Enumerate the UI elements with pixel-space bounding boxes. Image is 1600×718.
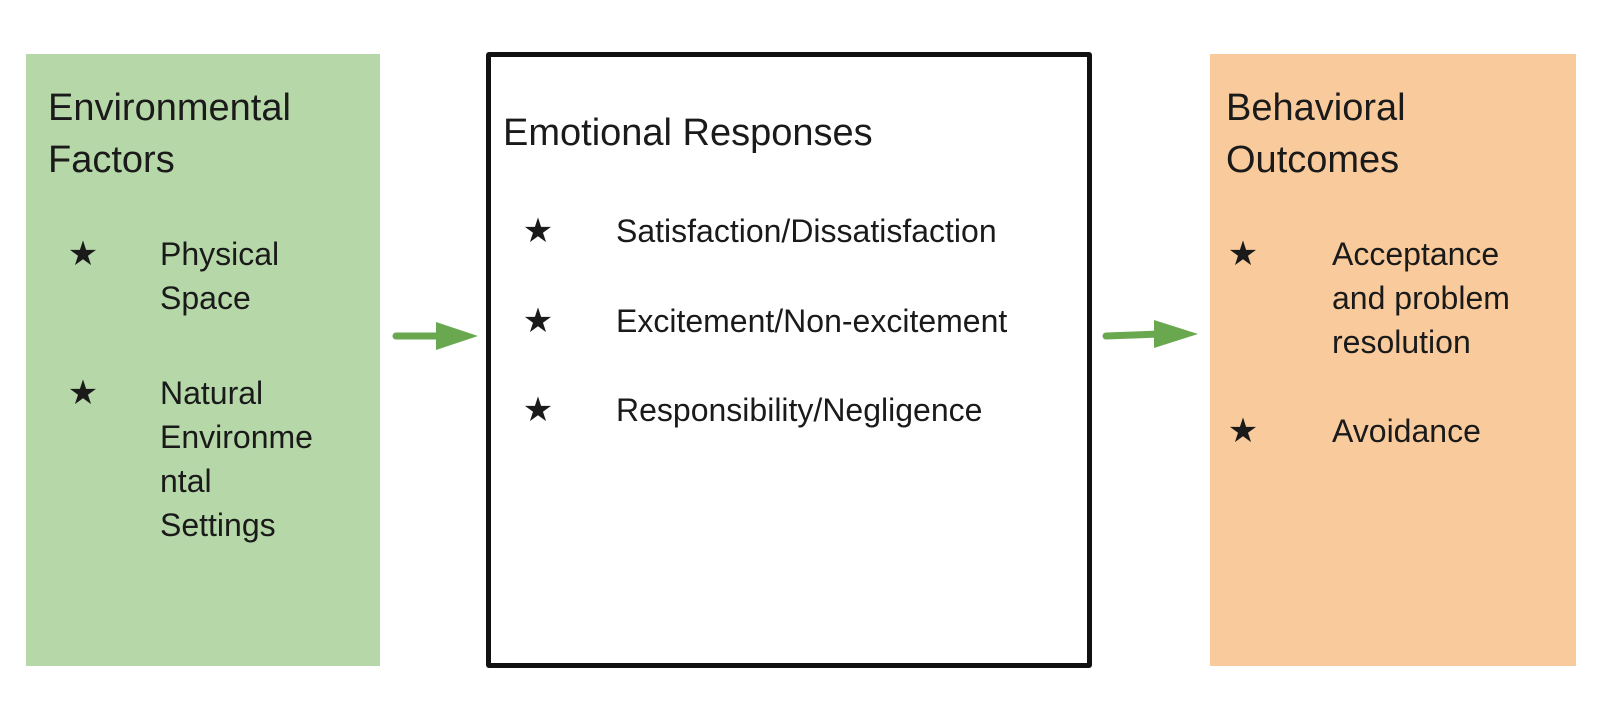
- star-icon: ★: [1227, 412, 1259, 450]
- list-item: ★ Natural Environme ntal Settings: [26, 371, 380, 543]
- list-item: ★ Responsibility/Negligence: [491, 388, 1087, 429]
- arrow-right-icon: [1102, 320, 1198, 348]
- star-icon: ★: [67, 374, 99, 412]
- environmental-factors-box: Environmental Factors ★ Physical Space ★…: [26, 54, 380, 666]
- environmental-factors-title: Environmental Factors: [48, 87, 291, 181]
- list-item: ★ Physical Space: [26, 232, 380, 316]
- star-icon: ★: [67, 235, 99, 273]
- list-item-text: Avoidance: [1332, 413, 1481, 449]
- arrow-right-icon: [392, 322, 478, 350]
- list-item: ★ Avoidance: [1210, 409, 1576, 450]
- list-item-text: Responsibility/Negligence: [616, 392, 983, 428]
- emotional-responses-box: Emotional Responses ★ Satisfaction/Dissa…: [486, 52, 1092, 668]
- list-item-text: Excitement/Non-excitement: [616, 303, 1008, 339]
- star-icon: ★: [522, 212, 554, 250]
- behavioral-outcomes-box: Behavioral Outcomes ★ Acceptance and pro…: [1210, 54, 1576, 666]
- list-item: ★ Satisfaction/Dissatisfaction: [491, 209, 1087, 250]
- behavioral-outcomes-title: Behavioral Outcomes: [1226, 87, 1406, 181]
- list-item-text: Physical Space: [160, 236, 280, 316]
- list-item-text: Satisfaction/Dissatisfaction: [616, 213, 997, 249]
- list-item-text: Natural Environme ntal Settings: [160, 375, 313, 543]
- list-item: ★ Acceptance and problem resolution: [1210, 232, 1576, 360]
- list-item-text: Acceptance and problem resolution: [1332, 236, 1510, 360]
- star-icon: ★: [1227, 235, 1259, 273]
- list-item: ★ Excitement/Non-excitement: [491, 299, 1087, 340]
- star-icon: ★: [522, 391, 554, 429]
- emotional-responses-title: Emotional Responses: [503, 112, 873, 154]
- star-icon: ★: [522, 302, 554, 340]
